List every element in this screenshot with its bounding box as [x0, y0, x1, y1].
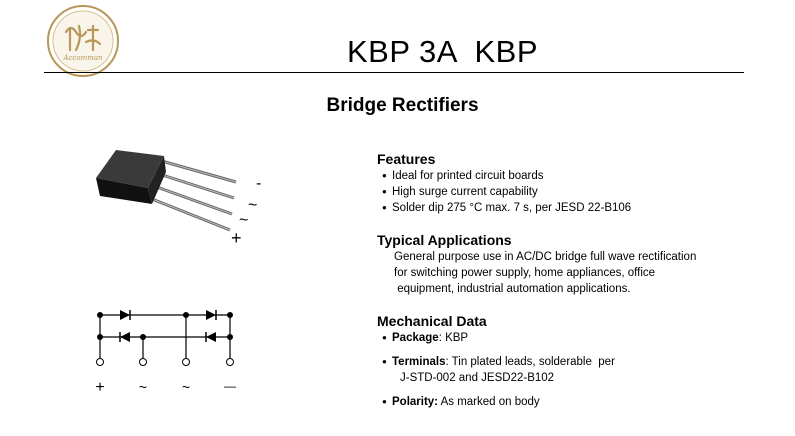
features-section: Features Ideal for printed circuit board…: [377, 151, 777, 216]
terminal-plus-label: +: [95, 379, 104, 396]
package-body: [96, 150, 166, 204]
mechanical-polarity-item: Polarity: As marked on body: [377, 394, 777, 410]
mechanical-section: Mechanical Data Package: KBP Terminals: …: [377, 313, 777, 410]
package-leads: [151, 158, 237, 232]
company-logo: Accomman: [47, 5, 119, 77]
terminals-continuation: J-STD-002 and JESD22-B102: [400, 372, 555, 384]
page-subtitle: Bridge Rectifiers: [326, 95, 479, 116]
features-item: Solder dip 275 °C max. 7 s, per JESD 22-…: [377, 200, 777, 216]
page-title: KBP 3A KBP: [346, 34, 539, 69]
applications-line: General purpose use in AC/DC bridge full…: [394, 251, 697, 263]
features-item: Ideal for printed circuit boards: [377, 168, 777, 184]
pin-plus-label: +: [231, 228, 242, 248]
spec-text-column: Features Ideal for printed circuit board…: [377, 151, 777, 410]
pin-minus-label: -: [256, 175, 261, 192]
bridge-circuit-diagram: + ~ ~ —: [95, 310, 236, 396]
features-item: High surge current capability: [377, 184, 777, 200]
terminal-minus-label: —: [224, 379, 236, 393]
title-divider: [44, 72, 744, 73]
logo-text: Accomman: [62, 54, 103, 62]
features-heading: Features: [377, 151, 436, 167]
mechanical-heading: Mechanical Data: [377, 313, 487, 329]
diodes: [119, 310, 217, 342]
applications-line: equipment, industrial automation applica…: [394, 283, 631, 295]
kbp-package-illustration: - ~ ~ +: [96, 150, 261, 248]
terminals-value: : Tin plated leads, solderable per: [445, 356, 615, 368]
terminals-label: Terminals: [392, 356, 446, 368]
package-value: : KBP: [438, 332, 469, 344]
terminal-ac1-label: ~: [139, 379, 147, 395]
mechanical-terminals-item: Terminals: Tin plated leads, solderable …: [377, 354, 777, 386]
pin-ac2-label: ~: [239, 212, 248, 229]
pin-ac1-label: ~: [248, 197, 257, 214]
polarity-label: Polarity:: [392, 396, 439, 408]
polarity-value: As marked on body: [438, 396, 540, 408]
terminal-ac2-label: ~: [182, 379, 190, 395]
terminals: [96, 358, 234, 366]
applications-line: for switching power supply, home applian…: [394, 267, 656, 279]
package-label: Package: [392, 332, 439, 344]
applications-heading: Typical Applications: [377, 232, 512, 248]
applications-text: General purpose use in AC/DC bridge full…: [377, 249, 777, 297]
applications-section: Typical Applications General purpose use…: [377, 232, 777, 297]
mechanical-package-item: Package: KBP: [377, 330, 777, 346]
junction-dots: [97, 312, 233, 340]
